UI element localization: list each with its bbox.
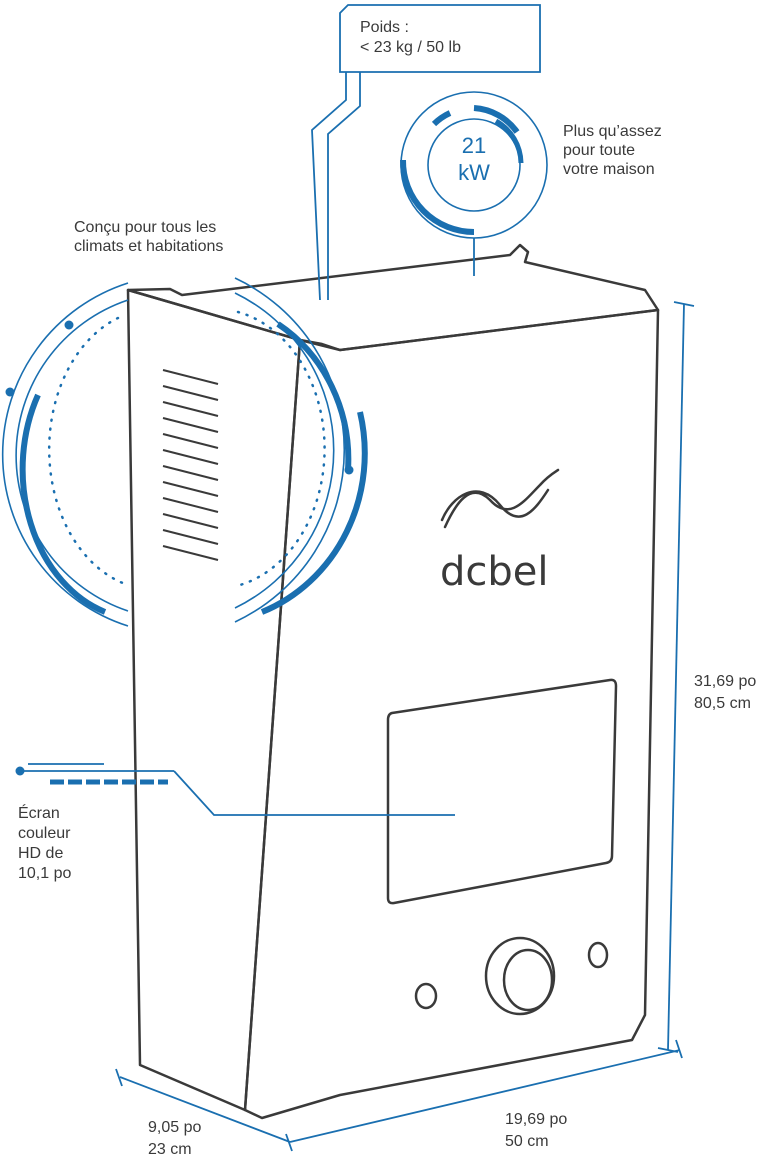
power-text-line-3: votre maison <box>563 161 655 178</box>
width-imperial: 19,69 po <box>505 1111 567 1128</box>
screen-text-line-4: 10,1 po <box>18 865 71 882</box>
screen-text-line-2: couleur <box>18 825 71 842</box>
display-screen <box>386 678 618 905</box>
power-unit: kW <box>458 160 490 185</box>
depth-dimension-text: 9,05 po 23 cm <box>148 1119 201 1158</box>
depth-metric: 23 cm <box>148 1141 192 1158</box>
climate-ring-left <box>1 282 130 627</box>
unit-top-face <box>126 243 660 352</box>
depth-dimension <box>115 1068 293 1152</box>
climate-callout-text: Conçu pour tous les climats et habitatio… <box>74 219 223 255</box>
height-imperial: 31,69 po <box>694 673 756 690</box>
depth-imperial: 9,05 po <box>148 1119 201 1136</box>
brand-name: dcbel <box>440 549 549 595</box>
climate-dot <box>5 387 15 397</box>
power-callout-text: Plus qu’assez pour toute votre maison <box>563 123 662 178</box>
screen-text-line-3: HD de <box>18 845 63 862</box>
control-knob-outer <box>484 936 556 1016</box>
side-vents <box>162 369 219 561</box>
screen-callout: Écran couleur HD de 10,1 po <box>15 763 455 882</box>
climate-text-line-2: climats et habitations <box>74 238 223 255</box>
weight-box <box>339 4 541 73</box>
unit-outline <box>126 243 660 1120</box>
power-text-line-1: Plus qu’assez <box>563 123 662 140</box>
height-dimension-text: 31,69 po 80,5 cm <box>694 673 756 712</box>
width-metric: 50 cm <box>505 1133 549 1150</box>
weight-leader <box>311 72 361 301</box>
infinity-symbol-icon <box>440 468 560 529</box>
height-dimension <box>657 301 695 1053</box>
right-button <box>587 941 609 969</box>
power-gauge <box>399 91 548 276</box>
climate-text-line-1: Conçu pour tous les <box>74 219 216 236</box>
unit-front-face <box>243 308 660 1120</box>
height-metric: 80,5 cm <box>694 695 751 712</box>
weight-callout: Poids : < 23 kg / 50 lb <box>311 4 541 301</box>
weight-value: < 23 kg / 50 lb <box>360 39 461 56</box>
power-text-line-2: pour toute <box>563 142 635 159</box>
dcbel-logo: dcbel <box>440 468 560 595</box>
width-dimension-text: 19,69 po 50 cm <box>505 1111 567 1150</box>
climate-dot <box>64 320 74 330</box>
climate-dot <box>344 465 354 475</box>
width-dimension <box>289 1039 683 1143</box>
left-button <box>414 982 438 1010</box>
unit-side-face <box>126 288 302 1112</box>
power-rating: 21 kW <box>458 133 490 185</box>
power-value: 21 <box>462 133 486 158</box>
screen-text-line-1: Écran <box>18 803 60 822</box>
control-knob-inner <box>502 948 554 1012</box>
climate-ring-right <box>234 277 368 623</box>
front-controls <box>414 936 609 1016</box>
weight-label: Poids : <box>360 19 409 36</box>
